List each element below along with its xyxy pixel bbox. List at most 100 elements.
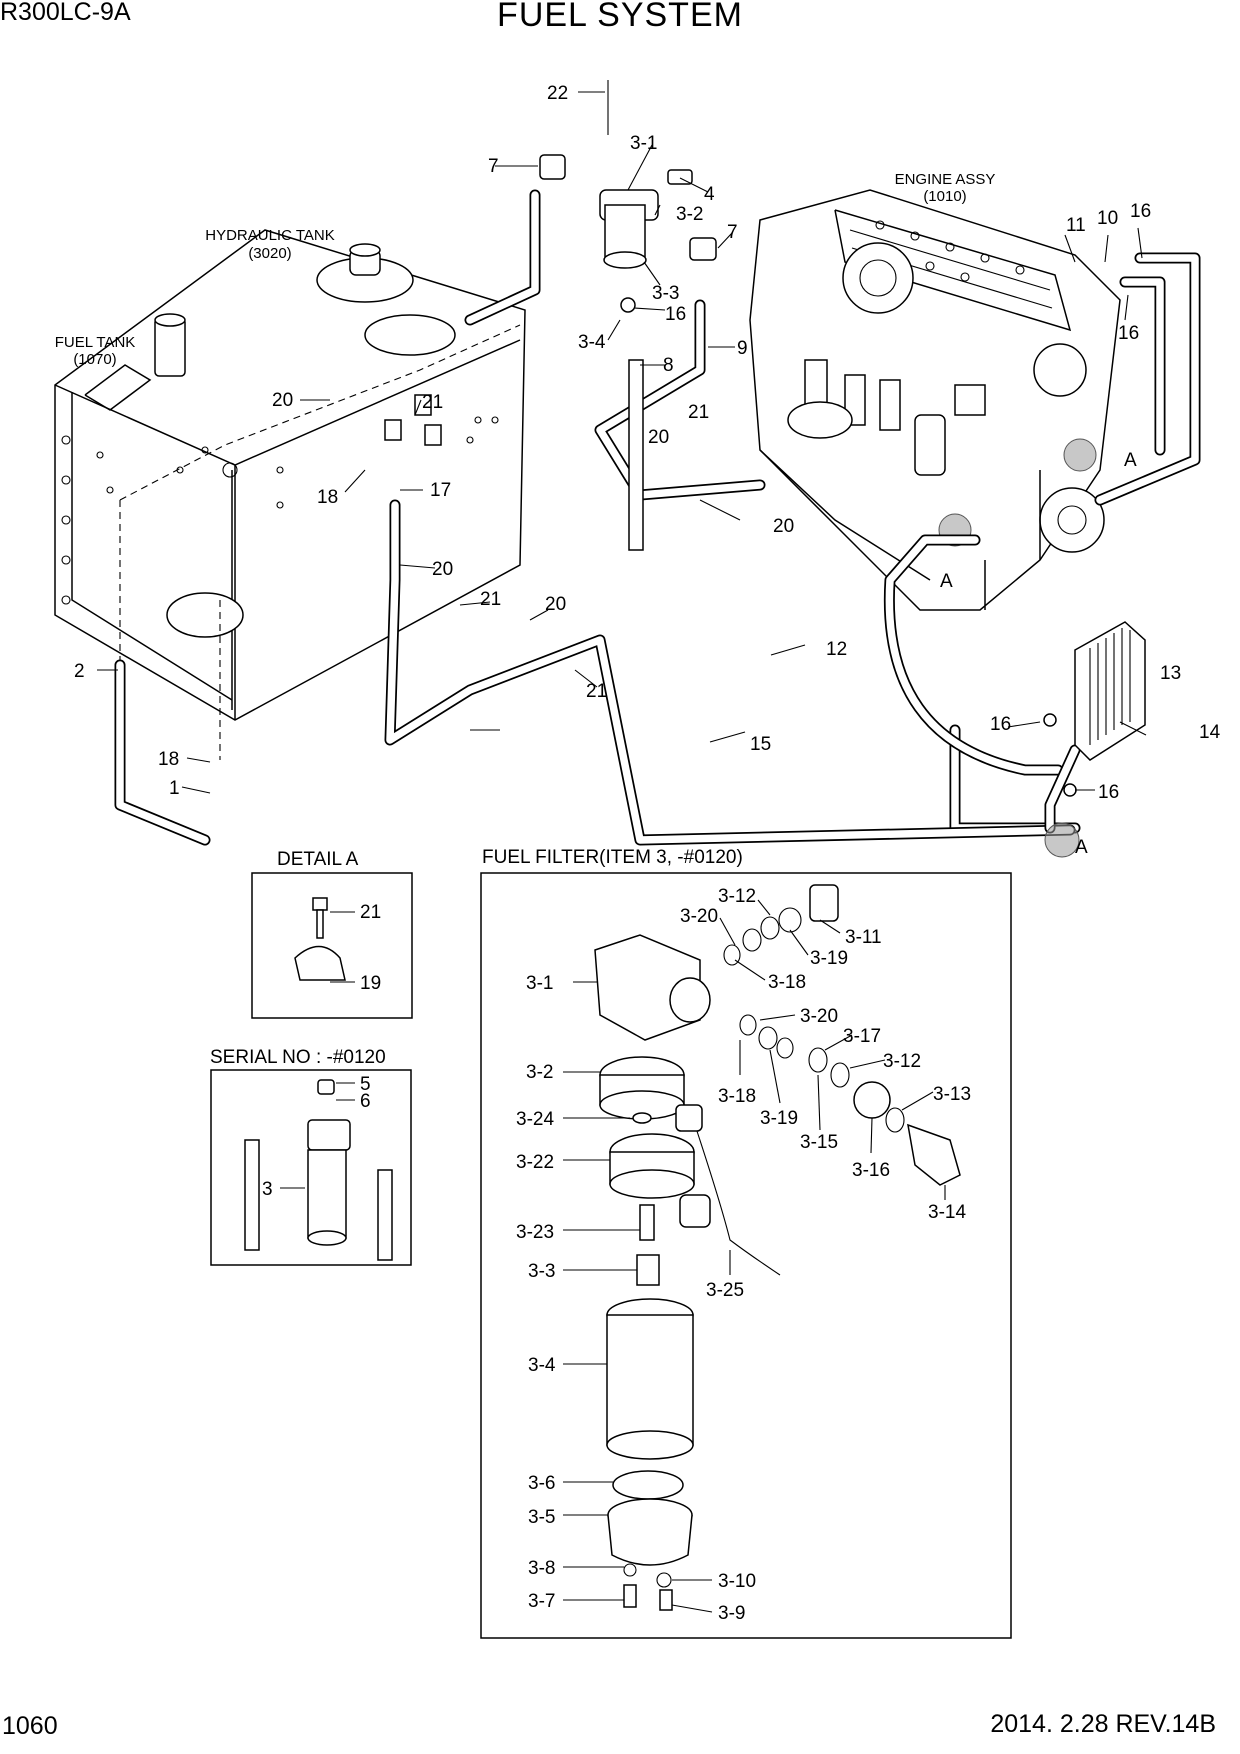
callout: A [940, 571, 953, 592]
callout: 3-19 [760, 1108, 798, 1129]
callout: 22 [547, 83, 568, 104]
detail-a-title: DETAIL A [277, 849, 359, 870]
callout: 10 [1097, 208, 1118, 229]
detail-a-callouts: 21 19 [360, 902, 381, 994]
leader-lines [97, 80, 1147, 1613]
callout: 9 [737, 338, 748, 359]
callout: 16 [1098, 782, 1119, 803]
main-callouts: 22 3-1 7 4 3-2 7 3-3 16 3-4 8 9 11 10 16… [74, 83, 1221, 858]
callout: 16 [1130, 201, 1151, 222]
callout: 18 [317, 487, 338, 508]
callout: A [1124, 450, 1137, 471]
fuel-filter-title: FUEL FILTER(ITEM 3, -#0120) [482, 847, 743, 868]
callout: 21 [360, 902, 381, 923]
serial-detail-drawing [210, 1069, 412, 1266]
callout: 3-17 [843, 1026, 881, 1047]
engine-label: ENGINE ASSY [895, 171, 996, 188]
callout: 16 [990, 714, 1011, 735]
callout: 3-15 [800, 1132, 838, 1153]
callout: 3 [262, 1179, 273, 1200]
callout: 18 [158, 749, 179, 770]
callout: 2 [74, 661, 85, 682]
callout: 1 [169, 778, 180, 799]
callout: 8 [663, 355, 674, 376]
callout: 3-22 [516, 1152, 554, 1173]
callout: 3-16 [852, 1160, 890, 1181]
engine-code: (1010) [923, 188, 966, 205]
page-number: 1060 [2, 1712, 58, 1740]
callout: 3-1 [526, 973, 553, 994]
fuel-lines [114, 189, 1201, 846]
hydraulic-tank-label: HYDRAULIC TANK [205, 227, 334, 244]
detail-a-drawing [251, 872, 413, 1019]
fuel-cooler-drawing [1043, 621, 1146, 858]
tank-assembly-drawing [54, 229, 526, 760]
callout: 11 [1066, 215, 1086, 236]
engine-assembly-drawing [749, 189, 1121, 611]
serial-callouts: 5 6 3 [262, 1074, 371, 1200]
callout: 3-1 [630, 133, 657, 154]
callout: 3-2 [676, 204, 703, 225]
callout: 3-8 [528, 1558, 555, 1579]
callout: 3-12 [718, 886, 756, 907]
callout: 3-3 [652, 283, 679, 304]
callout: 6 [360, 1091, 371, 1112]
callout: 3-18 [768, 972, 806, 993]
fuel-filter-detail-drawing [480, 872, 1012, 1639]
callout: 3-9 [718, 1603, 745, 1624]
assembly-labels: HYDRAULIC TANK (3020) FUEL TANK (1070) E… [55, 171, 996, 368]
callout: 21 [586, 681, 607, 702]
callout: 13 [1160, 663, 1181, 684]
callout: 3-10 [718, 1571, 756, 1592]
callout: 17 [430, 480, 451, 501]
callout: 3-2 [526, 1062, 553, 1083]
callout: 20 [272, 390, 293, 411]
callout: 3-20 [800, 1006, 838, 1027]
callout: 3-6 [528, 1473, 555, 1494]
serial-title: SERIAL NO : -#0120 [210, 1047, 386, 1068]
callout: 3-14 [928, 1202, 966, 1223]
callout: 3-11 [845, 927, 882, 948]
fuel-filter-callouts: 3-12 3-11 3-20 3-19 3-1 3-18 3-20 3-17 3… [516, 886, 971, 1624]
model-number: R300LC-9A [0, 0, 131, 26]
callout: 3-19 [810, 948, 848, 969]
callout: 3-23 [516, 1222, 554, 1243]
callout: 3-4 [578, 332, 606, 353]
callout: 19 [360, 973, 381, 994]
callout: 21 [480, 589, 501, 610]
main-fuel-filter-drawing [539, 154, 717, 313]
callout: 3-12 [883, 1051, 921, 1072]
callout: 3-7 [528, 1591, 555, 1612]
callout: 20 [432, 559, 453, 580]
callout: 3-18 [718, 1086, 756, 1107]
callout: 3-20 [680, 906, 718, 927]
callout: 3-3 [528, 1261, 555, 1282]
callout: 20 [648, 427, 669, 448]
callout: 12 [826, 639, 847, 660]
callout: 7 [727, 222, 738, 243]
callout: 3-24 [516, 1109, 554, 1130]
page-title: FUEL SYSTEM [497, 0, 743, 34]
callout: 15 [750, 734, 771, 755]
fuel-tank-label: FUEL TANK [55, 334, 136, 351]
callout: 20 [773, 516, 794, 537]
callout: 7 [488, 156, 499, 177]
callout: 3-5 [528, 1507, 555, 1528]
callout: 20 [545, 594, 566, 615]
callout: 21 [422, 392, 443, 413]
callout: 3-4 [528, 1355, 556, 1376]
callout: 3-13 [933, 1084, 971, 1105]
date-revision: 2014. 2.28 REV.14B [990, 1710, 1216, 1738]
callout: 16 [1118, 323, 1139, 344]
hydraulic-tank-code: (3020) [248, 245, 291, 262]
section-titles: DETAIL A FUEL FILTER(ITEM 3, -#0120) SER… [210, 847, 743, 1068]
callout: 4 [704, 184, 715, 205]
callout: 21 [688, 402, 709, 423]
callout: 16 [665, 304, 686, 325]
fuel-tank-code: (1070) [73, 351, 116, 368]
callout: 5 [360, 1074, 371, 1095]
callout: 14 [1199, 722, 1221, 743]
callout: A [1075, 837, 1088, 858]
callout: 3-25 [706, 1280, 744, 1301]
